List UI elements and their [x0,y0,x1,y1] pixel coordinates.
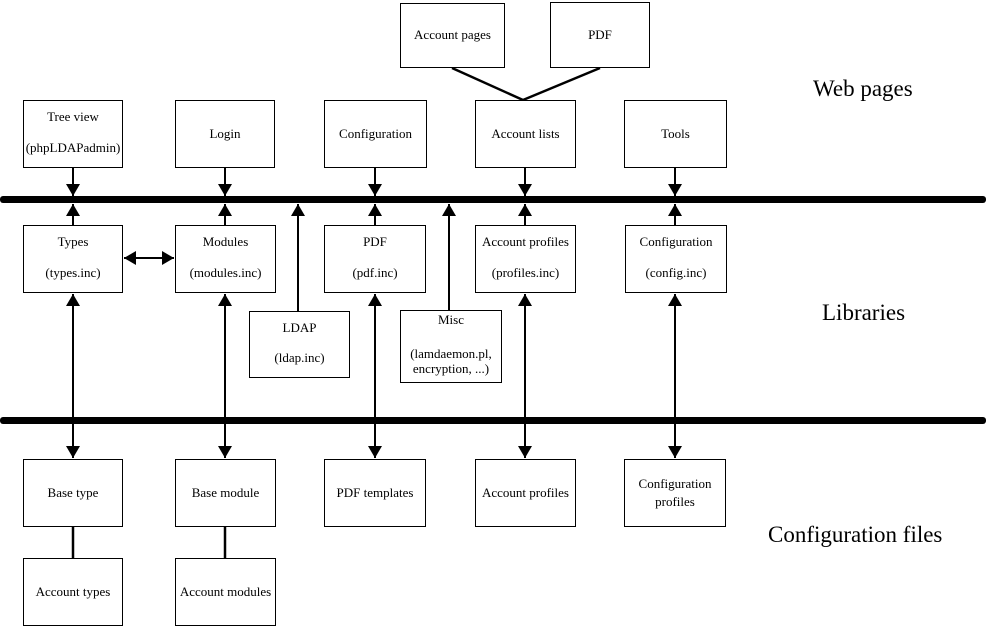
box-ldap: LDAP (ldap.inc) [249,311,350,378]
box-label: Login [209,125,241,141]
box-label: Tree view [47,109,99,124]
box-configuration-page: Configuration [324,100,427,168]
box-sublabel: (types.inc) [45,265,101,281]
box-modules: Modules (modules.inc) [175,225,276,293]
bus-line-web-libraries [0,196,986,203]
box-configuration-profiles: Configuration profiles [624,459,726,527]
box-label: Misc [438,312,464,327]
section-label-configuration-files: Configuration files [768,522,943,547]
box-pdf-lib: PDF (pdf.inc) [324,225,426,293]
box-label: PDF templates [336,484,414,500]
line-pdf-to-account-lists [522,66,601,102]
box-label: Account pages [414,27,491,43]
line-account-pages-to-account-lists [451,66,524,102]
box-base-module: Base module [175,459,276,527]
box-sublabel-line: (lamdaemon.pl, [410,346,492,362]
box-label: Account lists [491,125,560,141]
box-label: Configuration [339,125,412,141]
box-account-pages: Account pages [400,3,505,68]
box-sublabel: (ldap.inc) [274,350,325,366]
box-label: Types [57,234,89,249]
box-sublabel: (config.inc) [645,265,707,281]
box-label: Account profiles [481,234,569,249]
box-label: PDF [363,234,387,249]
box-account-profiles-lib: Account profiles (profiles.inc) [475,225,576,293]
box-sublabel: (modules.inc) [189,265,262,281]
box-account-profiles-cfg: Account profiles [475,459,576,527]
box-label: profiles [655,493,695,509]
box-sublabel-line: encryption, ...) [412,361,490,377]
box-account-types: Account types [23,558,123,626]
box-tree-view: Tree view (phpLDAPadmin) [23,100,123,168]
box-label: Tools [661,125,690,141]
box-pdf-templates: PDF templates [324,459,426,527]
box-account-lists: Account lists [475,100,576,168]
box-label: Base module [191,484,260,500]
box-label: LDAP [282,320,317,335]
box-label: Configuration [638,475,712,491]
box-label: Account types [35,583,111,599]
box-sublabel: (phpLDAPadmin) [25,140,121,156]
box-base-type: Base type [23,459,123,527]
bus-line-libraries-config [0,417,986,424]
section-label-libraries: Libraries [822,300,906,325]
box-account-modules: Account modules [175,558,276,626]
box-label: Account profiles [481,484,569,500]
box-login: Login [175,100,275,168]
box-types: Types (types.inc) [23,225,123,293]
box-label: Account modules [179,583,272,599]
section-label-web-pages: Web pages [813,76,913,101]
box-label: Configuration [639,234,713,249]
box-sublabel: (profiles.inc) [491,265,560,281]
box-label: PDF [588,26,612,42]
box-misc: Misc (lamdaemon.pl, encryption, ...) [400,310,502,383]
box-pdf-page: PDF [550,2,650,68]
box-sublabel: (pdf.inc) [352,265,398,281]
box-sublabel: (lamdaemon.pl, encryption, ...) [410,346,492,377]
box-label: Base type [47,484,99,500]
box-configuration-lib: Configuration (config.inc) [625,225,727,293]
box-tools: Tools [624,100,727,168]
box-label: Modules [202,234,249,249]
